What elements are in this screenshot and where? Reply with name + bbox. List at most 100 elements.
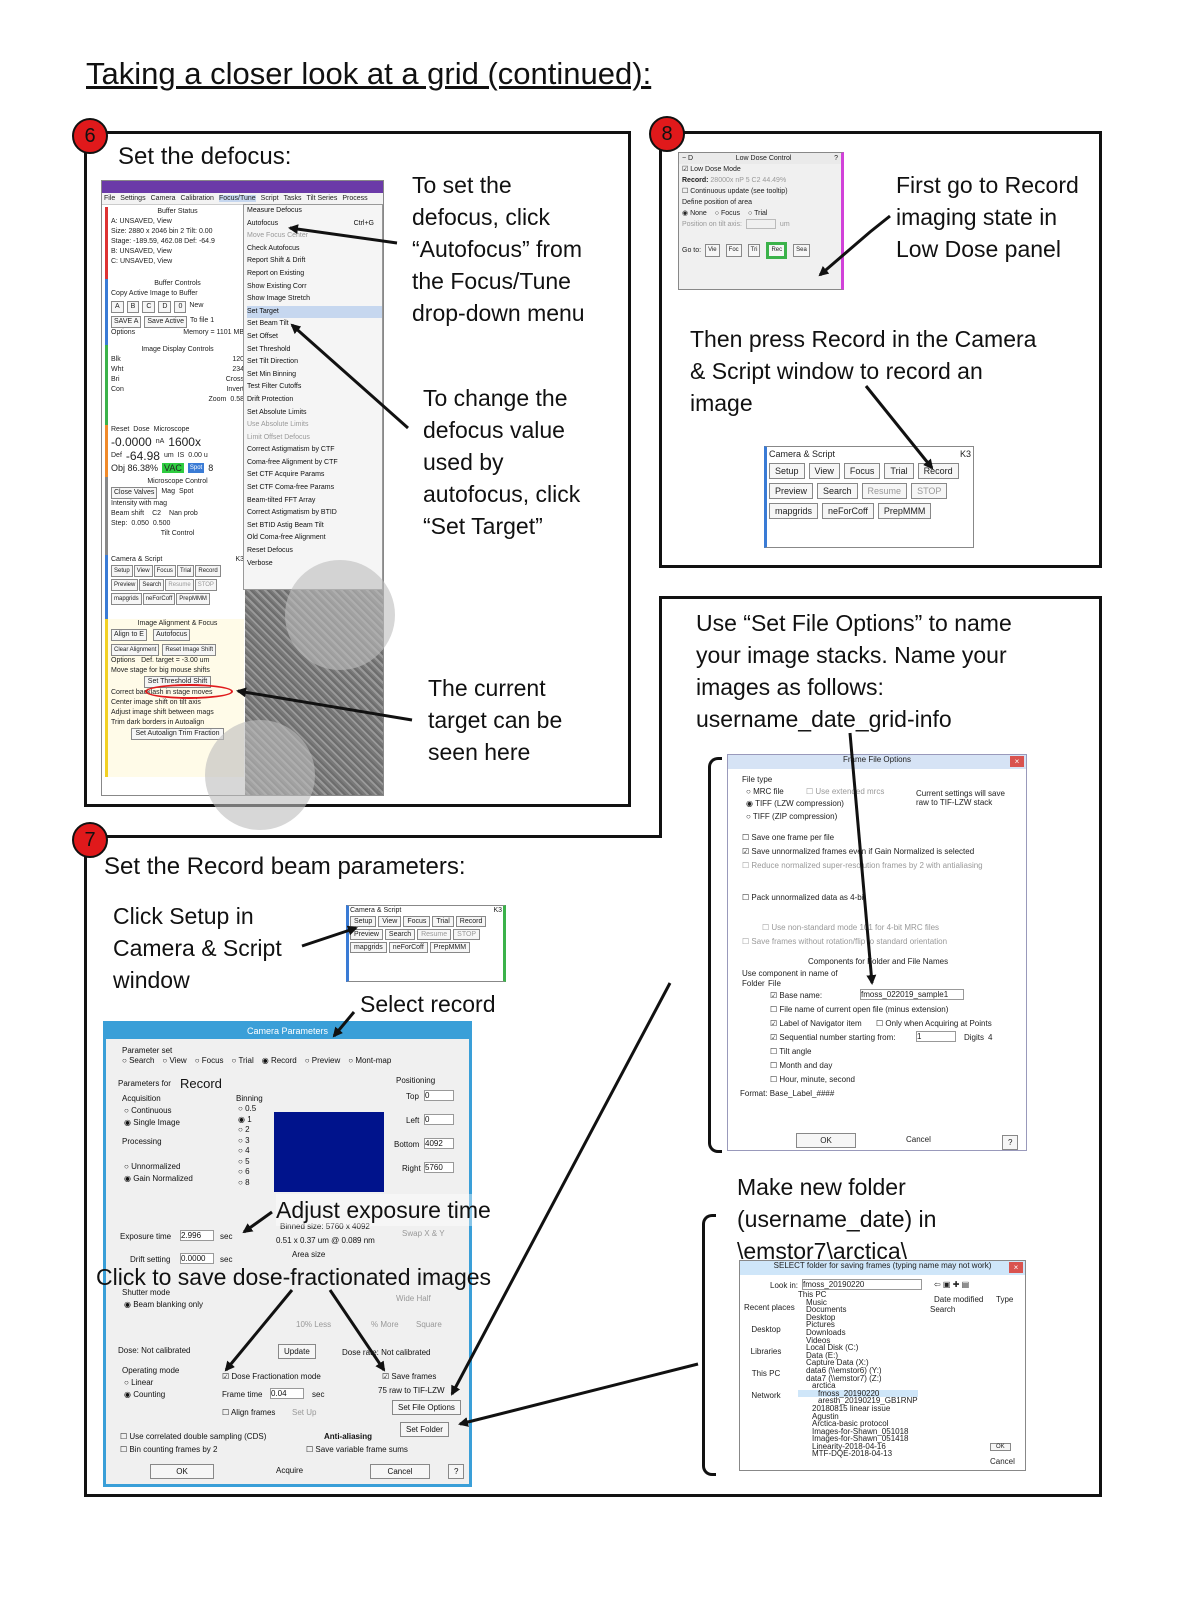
- buffer-d-button[interactable]: D: [158, 301, 172, 313]
- goto-search-button[interactable]: Sea: [793, 244, 810, 257]
- menu-item-coma-free-ctf[interactable]: Coma-free Alignment by CTF: [247, 458, 338, 466]
- script-neforcoff-button[interactable]: neForCoff: [822, 503, 874, 519]
- script-mapgrids-button[interactable]: mapgrids: [111, 593, 142, 605]
- blk-value[interactable]: 120: [232, 356, 244, 363]
- menu-item-use-absolute-limits[interactable]: Use Absolute Limits: [247, 421, 309, 429]
- tree-item[interactable]: Local Disk (C:): [806, 1343, 859, 1353]
- trial-button[interactable]: Trial: [432, 916, 454, 927]
- tree-item[interactable]: MTF-DQE-2018-04-13: [812, 1449, 893, 1459]
- record-button[interactable]: Record: [195, 565, 221, 577]
- place-desktop[interactable]: Desktop: [751, 1325, 781, 1334]
- resume-button[interactable]: Resume: [165, 579, 194, 591]
- search-button[interactable]: Search: [817, 483, 858, 499]
- menu-focus-tune[interactable]: Focus/Tune: [218, 195, 256, 202]
- script-prepmmm-button[interactable]: PrepMMM: [429, 942, 471, 953]
- menu-item-set-min-binning[interactable]: Set Min Binning: [247, 370, 297, 378]
- area-focus-radio[interactable]: ○ Focus: [714, 210, 741, 217]
- stop-button[interactable]: STOP: [194, 579, 217, 591]
- nonstd-checkbox[interactable]: ☐ Use non-standard mode 101 for 4-bit MR…: [762, 923, 940, 932]
- menu-item-set-tilt-direction[interactable]: Set Tilt Direction: [247, 358, 298, 366]
- adjust-image-checkbox[interactable]: Adjust image shift between mags: [111, 709, 214, 716]
- tree-item[interactable]: Images-for-Shawn_051018: [812, 1426, 909, 1436]
- menu-tilt-series[interactable]: Tilt Series: [306, 195, 338, 202]
- bin-option[interactable]: ○ 4: [238, 1146, 250, 1155]
- linear-radio[interactable]: ○ Linear: [124, 1378, 154, 1387]
- set-up-button[interactable]: Set Up: [292, 1408, 317, 1417]
- bin-option[interactable]: ○ 0.5: [238, 1104, 257, 1113]
- tree-item[interactable]: Downloads: [806, 1327, 846, 1337]
- menu-item-report-existing[interactable]: Report on Existing: [247, 269, 305, 277]
- help-icon[interactable]: ?: [834, 155, 838, 162]
- goto-record-button[interactable]: Rec: [766, 242, 788, 259]
- move-stage-checkbox[interactable]: Move stage for big mouse shifts: [111, 667, 210, 674]
- setup-button[interactable]: Setup: [350, 916, 377, 927]
- focus-button[interactable]: Focus: [403, 916, 431, 927]
- bin-option[interactable]: ○ 8: [238, 1177, 250, 1187]
- options-toggle[interactable]: Options: [111, 329, 136, 336]
- unnormalized-radio[interactable]: ○ Unnormalized: [124, 1162, 181, 1171]
- folder-ok-button[interactable]: OK: [990, 1443, 1011, 1451]
- bin-option[interactable]: ◉ 1: [238, 1114, 252, 1124]
- step-value[interactable]: 0.050: [131, 520, 149, 527]
- save-a-button[interactable]: SAVE A: [111, 316, 142, 328]
- menu-item-btid-astig[interactable]: Set BTID Astig Beam Tilt: [247, 521, 324, 529]
- script-prepmmm-button[interactable]: PrepMMM: [176, 593, 210, 605]
- resume-button[interactable]: Resume: [861, 483, 908, 499]
- acquire-button[interactable]: Acquire: [276, 1466, 304, 1475]
- close-valves-button[interactable]: Close Valves: [111, 487, 158, 499]
- autofocus-button[interactable]: Autofocus: [152, 629, 191, 641]
- set-montmap-radio[interactable]: ○ Mont-map: [348, 1056, 392, 1065]
- frame-time-input[interactable]: 0.04: [270, 1388, 304, 1399]
- preview-button[interactable]: Preview: [769, 483, 814, 499]
- minimize-icon[interactable]: − D: [682, 155, 694, 162]
- menu-item-set-absolute-limits[interactable]: Set Absolute Limits: [247, 408, 307, 416]
- use-ext-checkbox[interactable]: ☐ Use extended mrcs: [806, 787, 885, 796]
- single-image-radio[interactable]: ◉ Single Image: [124, 1118, 180, 1127]
- frame-cancel-button[interactable]: Cancel: [906, 1135, 931, 1144]
- wht-value[interactable]: 234: [232, 366, 244, 373]
- drift-input[interactable]: 0.0000: [180, 1253, 214, 1264]
- tree-item[interactable]: Videos: [806, 1335, 831, 1345]
- zoom-value[interactable]: 0.58: [230, 396, 244, 403]
- dose-tab[interactable]: Dose: [133, 426, 150, 433]
- unnormalized-checkbox[interactable]: ☑ Save unnormalized frames even if Gain …: [742, 847, 975, 856]
- file-name-checkbox[interactable]: ☐ File name of current open file (minus …: [770, 1005, 949, 1014]
- align-frames-checkbox[interactable]: ☐ Align frames: [222, 1408, 276, 1417]
- date-modified-col[interactable]: Date modified: [934, 1295, 984, 1304]
- area-none-radio[interactable]: ◉ None: [682, 210, 707, 217]
- tree-item[interactable]: Capture Data (X:): [806, 1358, 869, 1368]
- mrc-radio[interactable]: ○ MRC file: [746, 787, 784, 796]
- tree-item[interactable]: 20180815 linear issue: [812, 1403, 891, 1413]
- frame-help-button[interactable]: ?: [1002, 1135, 1019, 1150]
- digits-value[interactable]: 4: [988, 1033, 993, 1042]
- update-button[interactable]: Update: [278, 1344, 316, 1359]
- seq-input[interactable]: 1: [916, 1031, 956, 1042]
- tree-item[interactable]: Arctica-basic protocol: [812, 1419, 889, 1429]
- bin-count-checkbox[interactable]: ☐ Bin counting frames by 2: [120, 1445, 218, 1454]
- less-button[interactable]: 10% Less: [296, 1320, 332, 1329]
- menu-item-beam-tilted-fft[interactable]: Beam-tilted FFT Array: [247, 496, 316, 504]
- trial-button[interactable]: Trial: [176, 565, 195, 577]
- bin-option[interactable]: ○ 2: [238, 1125, 250, 1134]
- place-libraries[interactable]: Libraries: [750, 1347, 782, 1356]
- top-input[interactable]: 0: [424, 1090, 454, 1101]
- script-prepmmm-button[interactable]: PrepMMM: [877, 503, 932, 519]
- menu-item-verbose[interactable]: Verbose: [247, 559, 273, 567]
- search-button[interactable]: Search: [139, 579, 165, 591]
- reset-image-shift-button[interactable]: Reset Image Shift: [162, 644, 217, 656]
- tree-item[interactable]: arctica: [812, 1381, 836, 1391]
- tilt-angle-checkbox[interactable]: ☐ Tilt angle: [770, 1047, 812, 1056]
- stop-button[interactable]: STOP: [911, 483, 948, 499]
- resume-button[interactable]: Resume: [417, 929, 452, 940]
- trial-button[interactable]: Trial: [884, 463, 914, 479]
- reduce-checkbox[interactable]: ☐ Reduce normalized super-resolution fra…: [742, 861, 983, 870]
- tree-item[interactable]: Images-for-Shawn_051418: [812, 1434, 909, 1444]
- set-preview-radio[interactable]: ○ Preview: [304, 1056, 341, 1065]
- intensity-checkbox[interactable]: Intensity with mag: [111, 500, 168, 507]
- place-network[interactable]: Network: [751, 1391, 781, 1400]
- swap-button[interactable]: Swap X & Y: [402, 1229, 445, 1238]
- base-name-checkbox[interactable]: ☑ Base name:: [770, 991, 823, 1000]
- goto-focus-button[interactable]: Foc: [725, 244, 742, 257]
- menu-item-check-autofocus[interactable]: Check Autofocus: [247, 244, 300, 252]
- tree-item[interactable]: Documents: [806, 1305, 847, 1315]
